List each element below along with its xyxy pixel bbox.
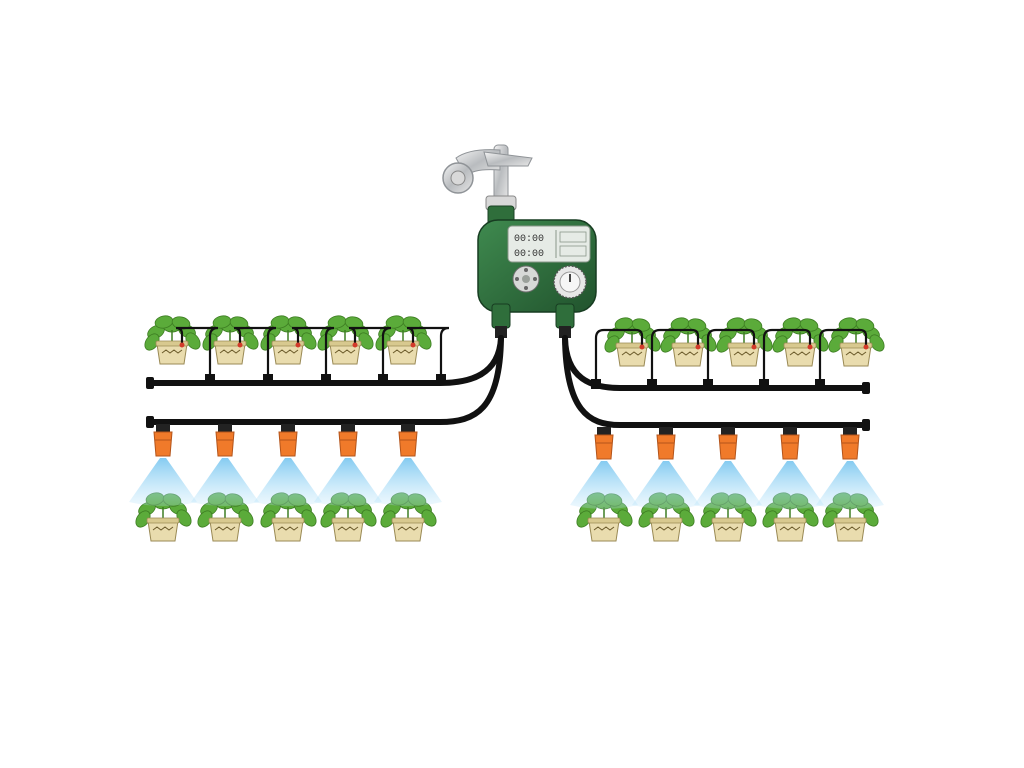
outlet-right <box>556 304 574 328</box>
mist-nozzle-right-mist-2 <box>632 427 700 509</box>
mist-nozzle-left-mist-1 <box>129 424 197 506</box>
mist-nozzle-left-mist-3 <box>254 424 322 506</box>
display-row-1: 00:00 <box>514 234 544 245</box>
water-timer-controller: 00:00 00:00 <box>478 206 596 338</box>
mist-nozzle-right-mist-4 <box>756 427 824 509</box>
mist-nozzle-left-mist-4 <box>314 424 382 506</box>
direction-pad-icon[interactable] <box>513 266 539 292</box>
tap-faucet-icon <box>443 145 532 210</box>
mist-nozzle-right-mist-3 <box>694 427 762 509</box>
display-row-2: 00:00 <box>514 249 544 260</box>
plant-left-drip-4 <box>315 314 376 364</box>
plant-right-drip-5 <box>826 316 887 366</box>
plant-right-drip-1 <box>602 316 663 366</box>
plant-right-drip-4 <box>770 316 831 366</box>
mist-nozzle-right-mist-1 <box>570 427 638 509</box>
plant-left-drip-1 <box>142 314 203 364</box>
mist-nozzle-left-mist-2 <box>191 424 259 506</box>
outlet-left <box>492 304 510 328</box>
mist-nozzle-left-mist-5 <box>374 424 442 506</box>
plant-right-drip-2 <box>658 316 719 366</box>
plant-right-drip-3 <box>714 316 775 366</box>
mist-nozzle-right-mist-5 <box>816 427 884 509</box>
rotary-dial-icon[interactable] <box>554 266 586 298</box>
